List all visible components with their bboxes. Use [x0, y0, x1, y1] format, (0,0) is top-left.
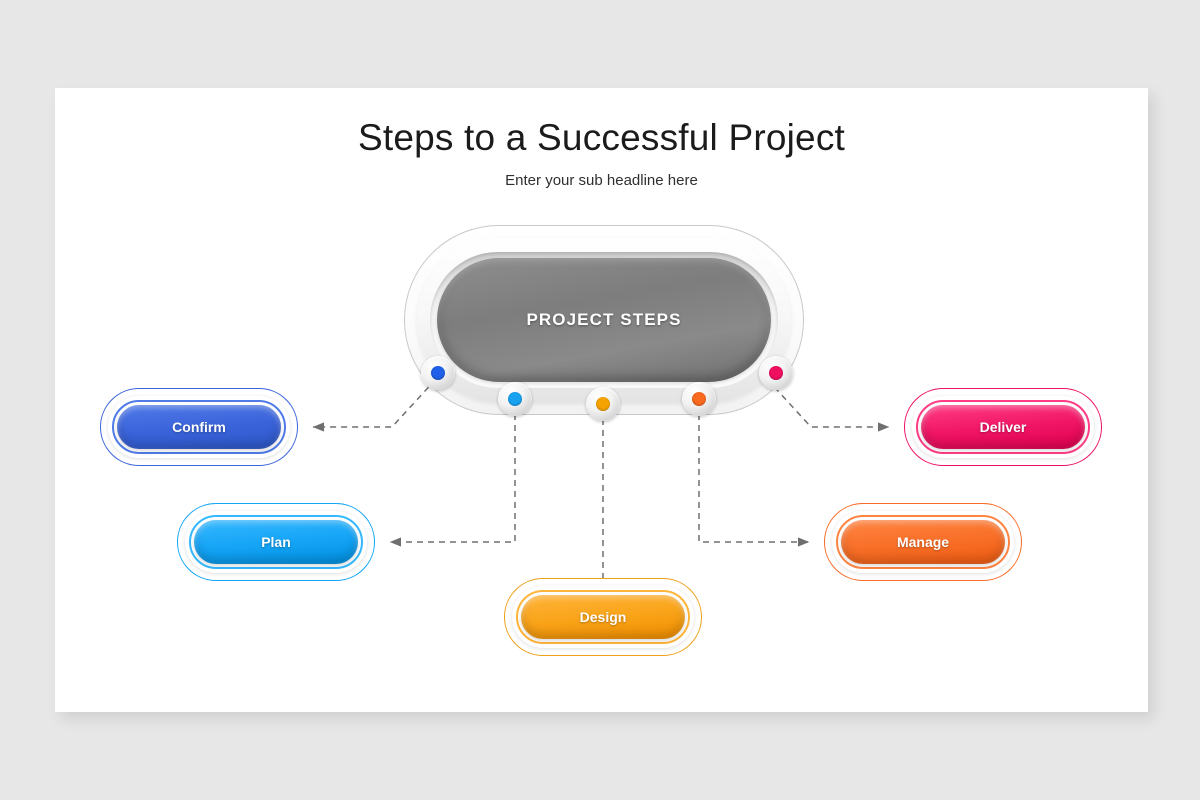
connector-node-design[interactable]: [586, 387, 620, 421]
step-pill-manage[interactable]: Manage: [824, 503, 1022, 581]
pill-core: Deliver: [921, 405, 1085, 449]
pill-ring: [836, 515, 1010, 569]
connector-node-manage[interactable]: [682, 382, 716, 416]
step-label: Deliver: [979, 419, 1027, 435]
pill-core: Design: [521, 595, 685, 639]
slide-card: Steps to a Successful Project Enter your…: [55, 88, 1148, 712]
connector-manage: [698, 414, 810, 547]
step-pill-design[interactable]: Design: [504, 578, 702, 656]
pill-ring: [189, 515, 363, 569]
pill-ring: [516, 590, 690, 644]
pill-ring: [916, 400, 1090, 454]
step-label: Confirm: [172, 419, 226, 435]
step-pill-plan[interactable]: Plan: [177, 503, 375, 581]
pill-ring: [112, 400, 286, 454]
hub-core: PROJECT STEPS: [437, 258, 771, 382]
project-steps-hub[interactable]: PROJECT STEPS: [404, 225, 804, 415]
connector-node-confirm[interactable]: [421, 356, 455, 390]
step-label: Plan: [261, 534, 291, 550]
pill-core: Plan: [194, 520, 358, 564]
page-subtitle: Enter your sub headline here: [505, 172, 698, 189]
connector-plan: [389, 414, 516, 547]
step-label: Design: [579, 609, 627, 625]
pill-core: Confirm: [117, 405, 281, 449]
connector-node-plan[interactable]: [498, 382, 532, 416]
step-pill-confirm[interactable]: Confirm: [100, 388, 298, 466]
page-title: Steps to a Successful Project: [357, 117, 846, 158]
connector-node-deliver[interactable]: [759, 356, 793, 390]
step-label: Manage: [896, 534, 950, 550]
pill-core: Manage: [841, 520, 1005, 564]
hub-label: PROJECT STEPS: [526, 310, 682, 329]
step-pill-deliver[interactable]: Deliver: [904, 388, 1102, 466]
